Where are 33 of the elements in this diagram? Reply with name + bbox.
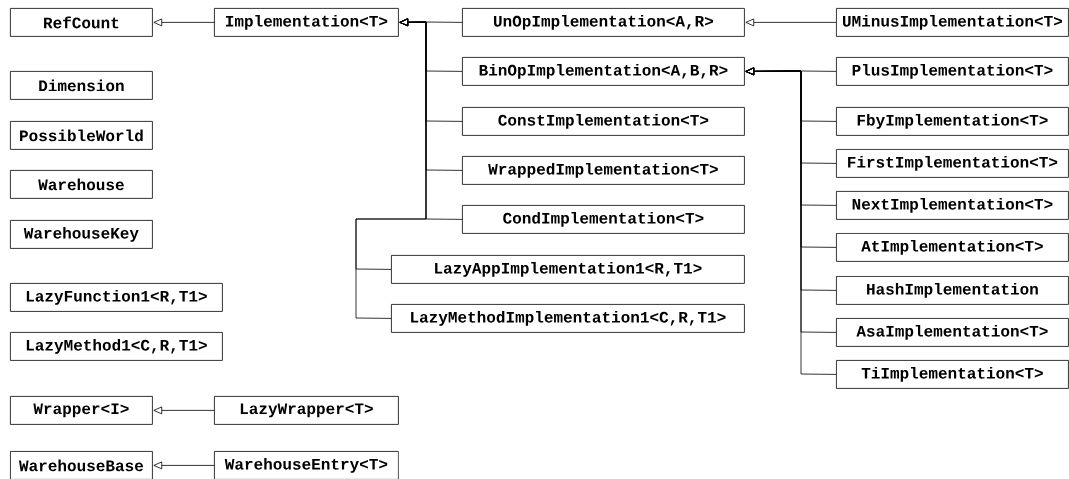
class-box: Dimension [10,71,153,100]
inheritance-arrow [153,18,215,27]
class-box: LazyMethod1<C,R,T1> [10,332,223,361]
class-box: LazyAppImplementation1<R,T1> [391,255,745,284]
class-box: UnOpImplementation<A,R> [462,8,745,37]
class-box: RefCount [10,8,153,37]
class-box: HashImplementation [836,276,1069,305]
class-box: Implementation<T> [214,8,399,37]
class-box: Wrapper<I> [10,396,153,425]
inheritance-arrow [153,406,215,415]
class-box: WarehouseBase [10,451,153,479]
class-box: WarehouseEntry<T> [214,451,399,479]
class-box: LazyMethodImplementation1<C,R,T1> [391,304,745,333]
class-box: BinOpImplementation<A,B,R> [462,57,745,86]
class-box: LazyWrapper<T> [214,396,399,425]
inheritance-arrow [153,461,215,470]
class-box: AtImplementation<T> [836,233,1069,262]
class-box: FirstImplementation<T> [836,149,1069,178]
class-box: WarehouseKey [10,220,153,249]
class-box: LazyFunction1<R,T1> [10,283,223,312]
class-box: Warehouse [10,170,153,199]
class-box: NextImplementation<T> [836,191,1069,220]
class-box: FbyImplementation<T> [836,107,1069,136]
class-box: PossibleWorld [10,121,153,150]
inheritance-arrow [355,18,427,319]
class-box: AsaImplementation<T> [836,318,1069,347]
class-box: TiImplementation<T> [836,360,1069,389]
class-box: WrappedImplementation<T> [462,156,745,185]
class-box: CondImplementation<T> [462,205,745,234]
class-box: PlusImplementation<T> [836,57,1069,86]
class-box: ConstImplementation<T> [462,107,745,136]
class-box: UMinusImplementation<T> [836,8,1069,37]
inheritance-arrow [745,18,837,27]
